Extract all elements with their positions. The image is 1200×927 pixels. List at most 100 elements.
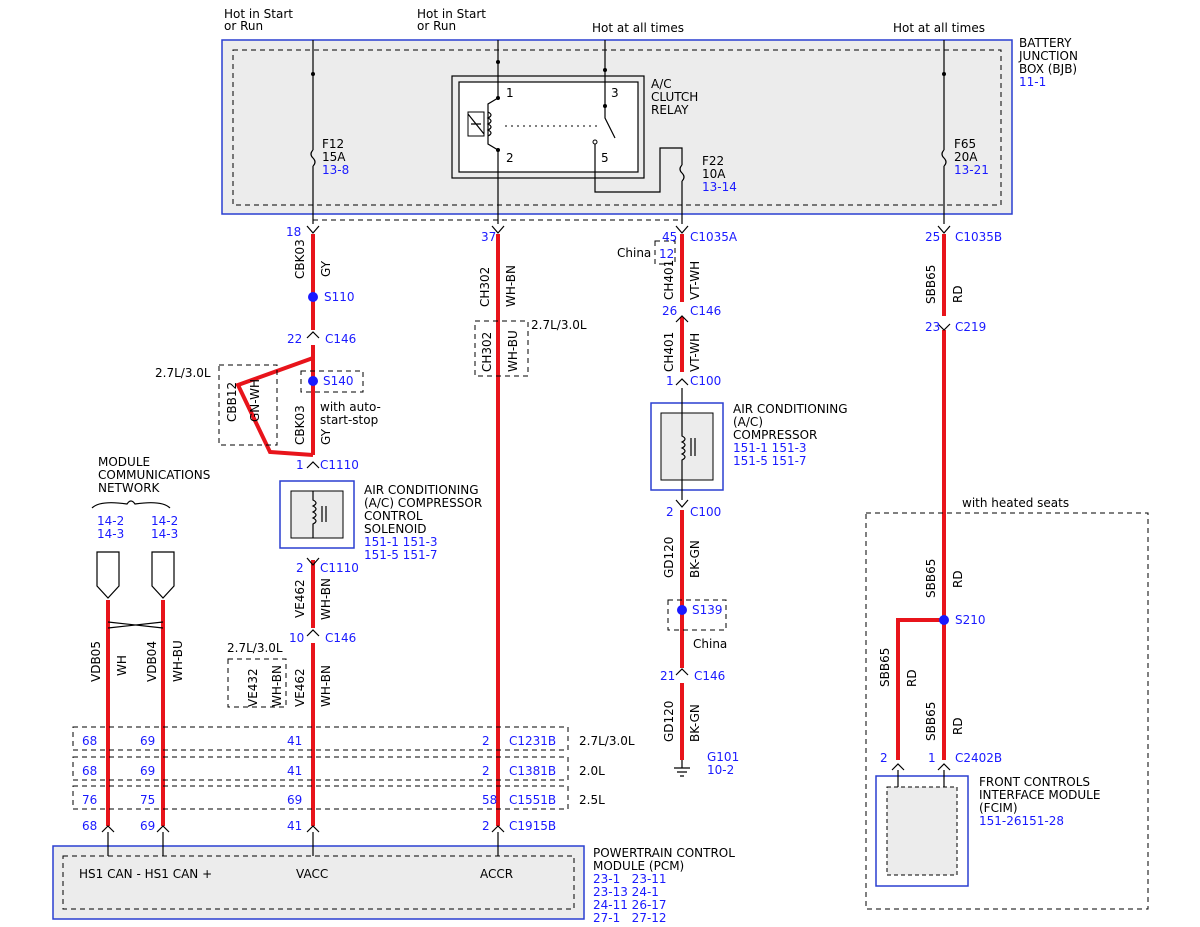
- pin-23: 23: [925, 320, 940, 334]
- wire-gd120-a: GD120: [662, 537, 676, 578]
- wire-ch302-opt: CH302: [480, 332, 494, 372]
- mcn-ref-b2: 14-3: [151, 527, 178, 541]
- connector-c1110-a: C1110: [320, 458, 359, 472]
- splice-s140: [308, 376, 318, 386]
- ac-compressor-control-solenoid: AIR CONDITIONING (A/C) COMPRESSOR CONTRO…: [279, 480, 482, 562]
- relay-label: A/C: [651, 77, 672, 91]
- wire-ve462-b: VE462: [293, 668, 307, 707]
- pcm-pin-number: 69: [287, 793, 302, 807]
- ground-g101: G101: [707, 750, 739, 764]
- pcm-ref-1: 23-1 23-11: [593, 872, 667, 886]
- pcm-pin-vacc: VACC: [296, 867, 328, 881]
- pcm-connector-id: C1551B: [509, 793, 556, 807]
- wire-vtwh-b: VT-WH: [688, 333, 702, 372]
- pin-21: 21: [660, 669, 675, 683]
- connector-c146-a: C146: [325, 332, 356, 346]
- wire-ch302: CH302: [478, 267, 492, 307]
- wire-cbk03-b: CBK03: [293, 405, 307, 445]
- mcn-label-3: NETWORK: [98, 481, 161, 495]
- pin-10: 10: [289, 631, 304, 645]
- powertrain-control-module: HS1 CAN - HS1 CAN + VACC ACCR POWERTRAIN…: [52, 832, 735, 925]
- splice-s110-label: S110: [324, 290, 355, 304]
- hot-start-run-label-2b: or Run: [417, 19, 456, 33]
- solenoid-label: AIR CONDITIONING: [364, 483, 479, 497]
- f22-label: F22: [702, 154, 724, 168]
- pin-2-c100: 2: [666, 505, 674, 519]
- f12-rating: 15A: [322, 150, 346, 164]
- wire-rd-d: RD: [951, 717, 965, 735]
- pin-25: 25: [925, 230, 940, 244]
- wire-whbn-opt: WH-BN: [270, 665, 284, 707]
- china-label-2: China: [693, 637, 727, 651]
- wire-whbn-a: WH-BN: [504, 265, 518, 307]
- connector-c219: C219: [955, 320, 986, 334]
- connector-c146-c: C146: [325, 631, 356, 645]
- wire-gd120-b: GD120: [662, 701, 676, 742]
- connector-c2402b: C2402B: [955, 751, 1002, 765]
- solenoid-label-3: CONTROL: [364, 509, 423, 523]
- pcm-ref-4: 27-1 27-12: [593, 911, 667, 925]
- bjb-name-3: BOX (BJB): [1019, 62, 1077, 76]
- pin-37: 37: [481, 230, 496, 244]
- note-auto-start-stop-2: start-stop: [320, 413, 378, 427]
- f12-label: F12: [322, 137, 344, 151]
- pin-12: 12: [659, 247, 674, 261]
- pcm-pin-number: 69: [140, 734, 155, 748]
- wire-sbb65-c: SBB65: [878, 648, 892, 687]
- wire-sbb65-d: SBB65: [924, 702, 938, 741]
- pcm-label: POWERTRAIN CONTROL: [593, 846, 735, 860]
- opt-2730-ve432: 2.7L/3.0L: [227, 641, 283, 655]
- pcm-pin-number: 41: [287, 819, 302, 833]
- pin-1-c100: 1: [666, 374, 674, 388]
- pin-2-c2402b: 2: [880, 751, 888, 765]
- mcn-ref-b1: 14-2: [151, 514, 178, 528]
- wire-ch401-b: CH401: [662, 332, 676, 372]
- solenoid-ref-2: 151-5 151-7: [364, 548, 438, 562]
- fcim-label: FRONT CONTROLS: [979, 775, 1090, 789]
- wire-sbb65-a: SBB65: [924, 265, 938, 304]
- pcm-pin-number: 68: [82, 734, 97, 748]
- fcim-label-2: INTERFACE MODULE: [979, 788, 1100, 802]
- front-controls-interface-module: FRONT CONTROLS INTERFACE MODULE (FCIM) 1…: [865, 512, 1149, 910]
- bjb-name-2: JUNCTION: [1018, 49, 1078, 63]
- f65-rating: 20A: [954, 150, 978, 164]
- splice-s110: [308, 292, 318, 302]
- fuse-f12: F12 15A 13-8: [310, 137, 349, 177]
- hot-start-run-label-1b: or Run: [224, 19, 263, 33]
- connector-marks: [101, 225, 951, 833]
- bjb-name: BATTERY: [1019, 36, 1072, 50]
- ac-compressor: AIR CONDITIONING (A/C) COMPRESSOR 151-1 …: [650, 388, 848, 500]
- wire-bkgn-b: BK-GN: [688, 704, 702, 742]
- compressor-ref-2: 151-5 151-7: [733, 454, 807, 468]
- pcm-variant-label: 2.5L: [579, 793, 605, 807]
- f65-ref: 13-21: [954, 163, 989, 177]
- fuse-f65: F65 20A 13-21: [941, 137, 989, 177]
- f22-rating: 10A: [702, 167, 726, 181]
- pcm-pin-number: 75: [140, 793, 155, 807]
- wire-ch401-a: CH401: [662, 260, 676, 300]
- pcm-variant-box: [72, 785, 569, 810]
- pcm-variant-box: [72, 726, 569, 751]
- relay-pin-3: 3: [611, 86, 619, 100]
- wire-labels: CBK03 GY CH302 WH-BN CH401 VT-WH CH401 V…: [89, 239, 965, 742]
- pin-1-c1110: 1: [296, 458, 304, 472]
- connector-c146-b: C146: [690, 304, 721, 318]
- pcm-connector-id: C1381B: [509, 764, 556, 778]
- pcm-connector-id: C1231B: [509, 734, 556, 748]
- wire-whbn-b: WH-BN: [319, 578, 333, 620]
- pin-1-c2402b: 1: [928, 751, 936, 765]
- wire-whbu-opt: WH-BU: [506, 330, 520, 372]
- ac-clutch-relay: A/C CLUTCH RELAY 1 2 3 5: [451, 75, 698, 193]
- pin-45: 45: [662, 230, 677, 244]
- pcm-pin-can: HS1 CAN - HS1 CAN +: [79, 867, 212, 881]
- pcm-pin-number: 76: [82, 793, 97, 807]
- fuse-f22: F22 10A 13-14: [679, 154, 737, 194]
- wire-vdb05: VDB05: [89, 641, 103, 682]
- pcm-pin-number: 69: [140, 764, 155, 778]
- pcm-ref-3: 24-11 26-17: [593, 898, 667, 912]
- pcm-variant-label: 2.7L/3.0L: [579, 734, 635, 748]
- compressor-coil-icon: [680, 388, 696, 500]
- pcm-variant-box: [72, 756, 569, 781]
